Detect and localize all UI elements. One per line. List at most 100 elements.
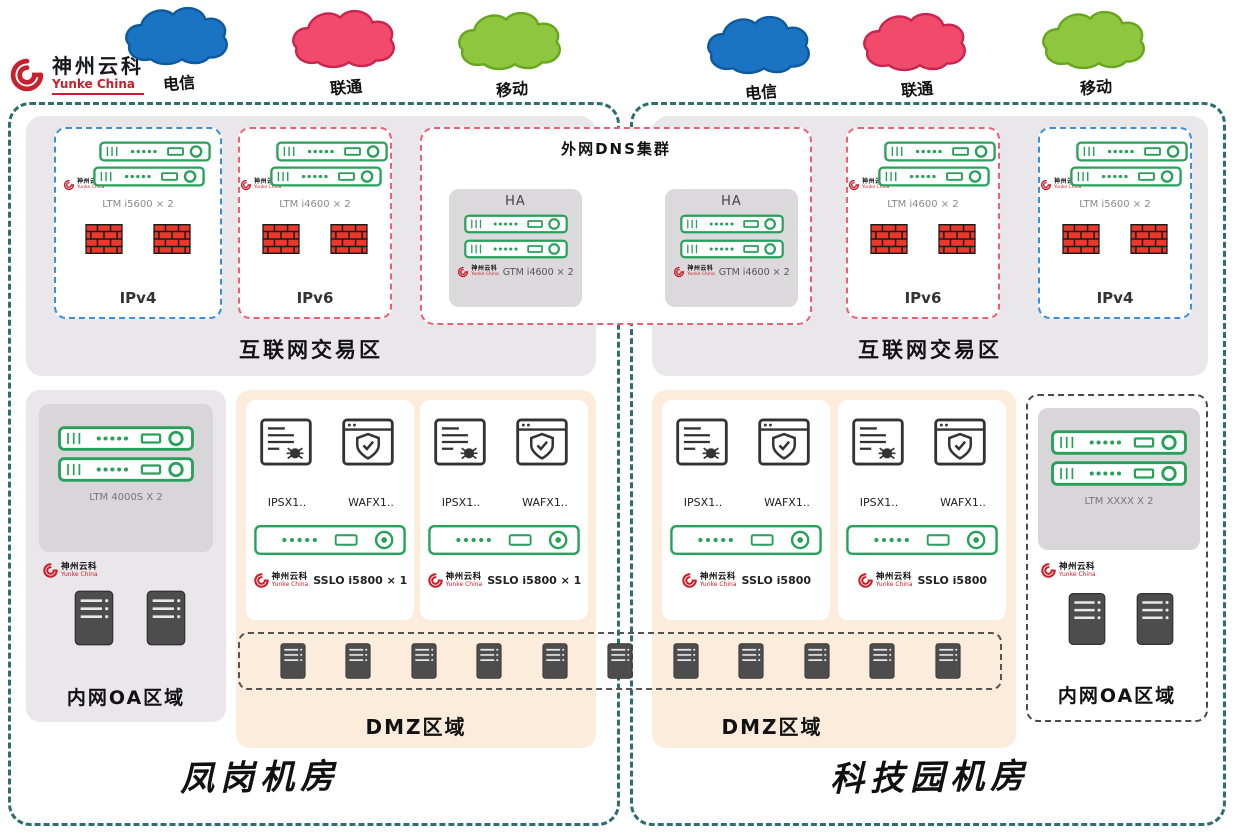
ips-icon [852,418,904,466]
yunke-swirl-icon [1040,562,1057,579]
server-icon [74,590,114,646]
appliance-icon [56,426,196,451]
appliance-icon [276,141,388,162]
datacenter-fenggang-name: 凤岗机房 [179,756,341,800]
server-icon [476,641,502,681]
appliance-icon [93,166,205,187]
yunke-swirl-icon [253,572,270,589]
ip-version-label: IPv6 [296,289,334,307]
logo-cn: 神州云科 [445,571,482,582]
dmz-zone-right-label: DMZ区域 [721,715,823,739]
firewall-pair [1062,224,1168,254]
logo-cn: 神州云科 [52,54,144,78]
ha-label: HA [505,194,526,209]
cloud-unicom-right-icon [858,9,976,73]
ip-version-label: IPv6 [904,289,942,307]
appliance-icon [1076,141,1188,162]
appliance-icon [464,214,568,234]
ips-label: IPSX1.. [267,496,307,509]
server-icon [1068,592,1106,646]
waf-shield-icon [758,418,810,466]
yunke-swirl-icon [673,266,685,278]
device-label: LTM 4000S X 2 [89,492,163,503]
server-icon [738,641,764,681]
yunke-swirl-icon [427,572,444,589]
logo-en: Yunke China [862,184,890,190]
logo-cn: 神州云科 [1054,178,1081,186]
sslo-appliance-icon [254,524,406,556]
yunke-swirl-icon [848,179,860,191]
logo-en: Yunke China [445,580,483,588]
server-icon [935,641,961,681]
logo-en: Yunke China [687,271,715,277]
device-label: LTM i5600 × 2 [102,199,174,210]
logo-cn: 神州云科 [61,561,98,572]
logo-cn: 神州云科 [254,178,281,186]
yunke-swirl-icon [681,572,698,589]
firewall-icon [870,224,908,254]
datacenter-keji-park-frame [630,102,1226,826]
ltm-cluster-box: LTM XXXX X 2 [1038,408,1200,550]
firewall-icon [938,224,976,254]
logo-cn: 神州云科 [471,265,498,273]
device-label: LTM i5600 × 2 [1079,199,1151,210]
isp-label-unicom-right: 联通 [900,78,934,101]
appliance-icon [99,141,211,162]
server-farm-row [238,632,1002,690]
cloud-mobile-left-icon [453,8,571,72]
yunke-swirl-icon [1040,179,1052,191]
logo-en: Yunke China [77,184,105,190]
waf-label: WAFX1.. [764,496,810,509]
cloud-mobile-right-icon [1037,7,1155,71]
server-icon [345,641,371,681]
waf-label: WAFX1.. [348,496,394,509]
sslo-label: SSLO i5800 × 1 [487,574,582,587]
waf-shield-icon [342,418,394,466]
oa-zone-right-label: 内网OA区域 [1057,685,1177,707]
datacenter-fenggang-frame [8,102,620,826]
device-label: LTM i4600 × 2 [279,199,351,210]
appliance-icon [680,214,784,234]
logo-en: Yunke China [1054,184,1082,190]
appliance-icon [884,141,996,162]
server-icon [607,641,633,681]
server-icon [280,641,306,681]
server-icon [673,641,699,681]
internet-zone-right-label: 互联网交易区 [858,338,1002,362]
waf-label: WAFX1.. [522,496,568,509]
firewall-pair [262,224,368,254]
isp-label-mobile-left: 移动 [495,78,529,101]
ip-version-label: IPv4 [1096,289,1134,307]
appliance-icon [56,457,196,482]
firewall-icon [85,224,123,254]
logo-cn: 神州云科 [77,178,104,186]
firewall-pair [85,224,191,254]
yunke-swirl-icon [8,56,46,94]
waf-shield-icon [934,418,986,466]
server-icon [542,641,568,681]
yunke-swirl-icon [457,266,469,278]
dns-cluster-title: 外网DNS集群 [561,140,671,158]
yunke-swirl-icon [240,179,252,191]
ips-label: IPSX1.. [441,496,481,509]
ips-icon [434,418,486,466]
logo-en: Yunke China [61,570,98,578]
ips-icon [676,418,728,466]
gtm-device-label: GTM i4600 × 2 [502,266,574,278]
